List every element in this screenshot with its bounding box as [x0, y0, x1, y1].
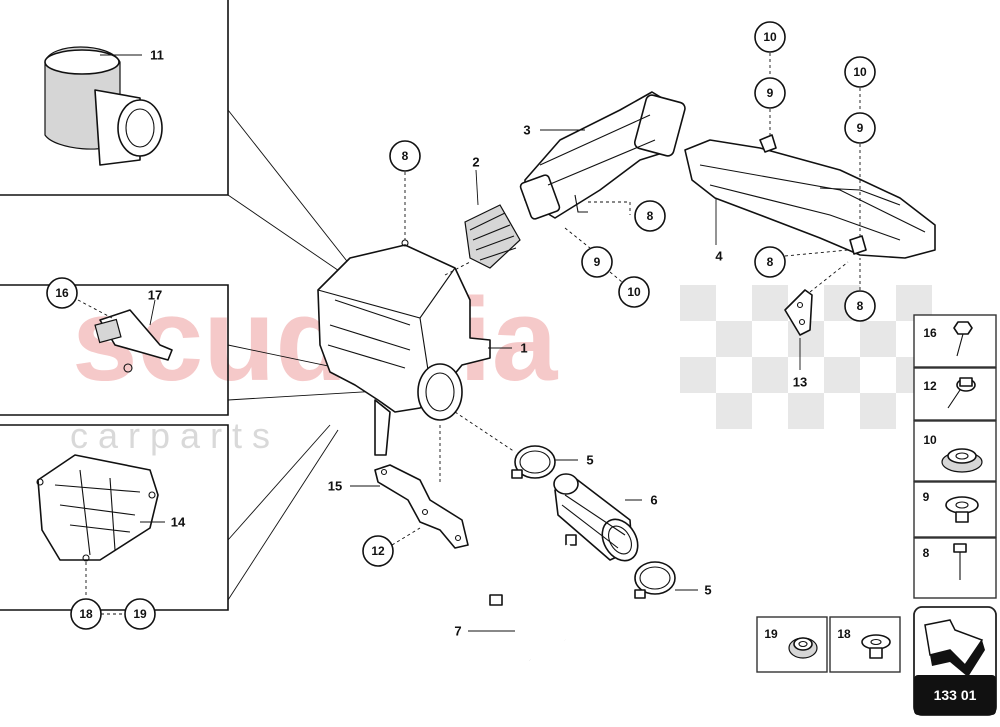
callout-19-bubble [124, 598, 156, 630]
callout-19: 19 [133, 607, 147, 621]
callout-5a: 5 [586, 453, 593, 468]
callout-5b: 5 [704, 583, 711, 598]
page-number: 133 01 [934, 687, 977, 703]
callout-14: 14 [171, 515, 186, 530]
fastener-legend: 16 12 10 9 8 [913, 314, 997, 599]
callout-9c: 9 [594, 255, 601, 269]
part-5-hose-clamp-lower [634, 561, 676, 599]
part-7-breather-pipe [489, 543, 571, 661]
bolt-icon [953, 543, 967, 580]
watermark-sub: c a r p a r t s [70, 415, 270, 456]
callout-7: 7 [454, 624, 461, 639]
callout-8c-bubble [754, 246, 786, 278]
callout-16: 16 [55, 286, 69, 300]
callout-15: 15 [328, 479, 342, 494]
grommet-icon [941, 448, 983, 473]
callout-10b-bubble [844, 56, 876, 88]
legend-16: 16 [923, 326, 937, 340]
callout-9a: 9 [767, 86, 774, 100]
callout-10a-bubble [754, 21, 786, 53]
detail-frame-14 [0, 424, 229, 611]
legend-19: 19 [764, 627, 778, 641]
callout-10c: 10 [627, 285, 641, 299]
part-15-mounting-bracket [374, 464, 469, 549]
callout-10b: 10 [853, 65, 867, 79]
arrow-icon [924, 619, 985, 677]
callout-16-bubble [46, 277, 78, 309]
callout-13: 13 [793, 375, 807, 390]
callout-18-bubble [70, 598, 102, 630]
screw-icon [953, 321, 973, 357]
bottom-legend: 19 18 [756, 616, 901, 673]
part-14-heat-shield [36, 454, 159, 562]
legend-10: 10 [923, 433, 937, 447]
detail-frame-16-17 [0, 284, 229, 416]
callout-2: 2 [472, 155, 479, 170]
callout-6: 6 [650, 493, 657, 508]
part-6-intake-hose [553, 473, 639, 562]
part-5-hose-clamp-upper [511, 445, 556, 479]
callout-8b-bubble [634, 200, 666, 232]
callout-11: 11 [150, 48, 164, 63]
callout-8c: 8 [767, 255, 774, 269]
legend-8: 8 [923, 546, 930, 560]
page-tab: 133 01 [913, 606, 997, 716]
callout-8d: 8 [857, 299, 864, 313]
grommet-icon [788, 637, 818, 659]
callout-12: 12 [371, 544, 385, 558]
callout-8a: 8 [402, 149, 409, 163]
callout-3: 3 [523, 123, 530, 138]
legend-18: 18 [837, 627, 851, 641]
bolt-washer-icon [947, 377, 976, 409]
part-1-air-filter-housing [317, 239, 491, 456]
callout-18: 18 [79, 607, 93, 621]
callout-9c-bubble [581, 246, 613, 278]
legend-12: 12 [923, 379, 937, 393]
callout-12-bubble [362, 535, 394, 567]
callout-8a-bubble [389, 140, 421, 172]
callout-10c-bubble [618, 276, 650, 308]
callout-10a: 10 [763, 30, 777, 44]
part-3-intake-duct [519, 91, 686, 220]
callout-4: 4 [715, 249, 723, 264]
part-2-bellows-seal [464, 204, 521, 269]
legend-9: 9 [923, 490, 930, 504]
part-17-sensor [94, 309, 173, 373]
callout-8b: 8 [647, 209, 654, 223]
callout-9b-bubble [844, 112, 876, 144]
washer-icon [861, 634, 891, 659]
washer-icon [945, 496, 979, 523]
callout-9b: 9 [857, 121, 864, 135]
part-4-air-scoop [684, 134, 936, 259]
part-13-bracket [784, 289, 813, 336]
callout-8d-bubble [844, 290, 876, 322]
callout-17: 17 [148, 288, 162, 303]
part-11-filter-insert [44, 46, 163, 166]
callout-9a-bubble [754, 77, 786, 109]
callout-1: 1 [520, 341, 527, 356]
